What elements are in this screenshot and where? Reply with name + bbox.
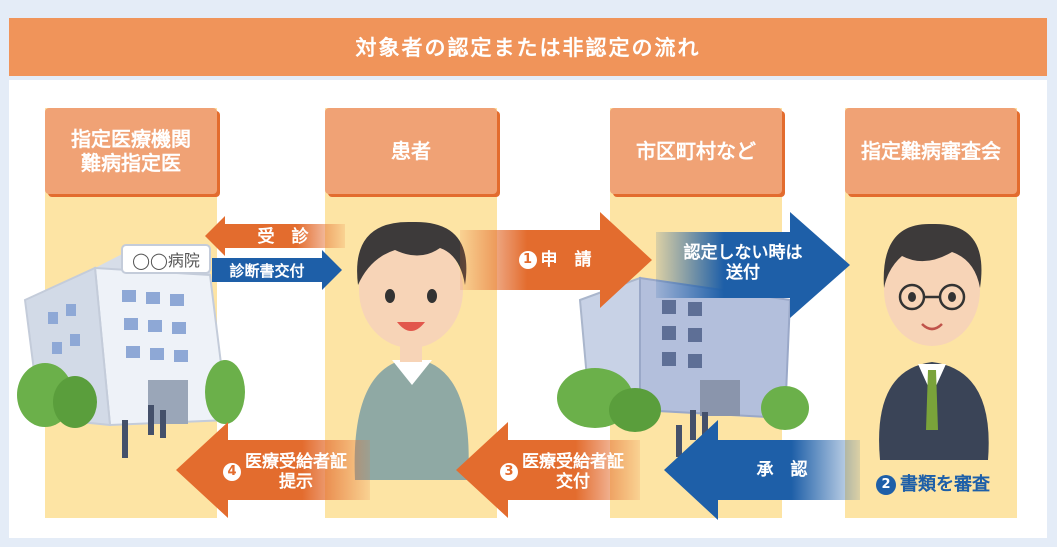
approve-arrow bbox=[664, 420, 860, 520]
step-number-4: 4 bbox=[223, 463, 241, 481]
approve-label: 承 認 bbox=[756, 460, 808, 480]
step-number-3: 3 bbox=[500, 463, 518, 481]
apply-text: 申 請 bbox=[540, 250, 592, 270]
step-number-1: 1 bbox=[518, 251, 537, 269]
review-text: 書類を審査 bbox=[900, 474, 990, 495]
step-number-2: 2 bbox=[876, 475, 896, 495]
header-label: 指定医療機関 難病指定医 bbox=[71, 127, 191, 175]
header-label: 患者 bbox=[391, 139, 431, 163]
present-text: 医療受給者証 提示 bbox=[245, 452, 347, 492]
page-title: 対象者の認定または非認定の流れ bbox=[355, 36, 701, 60]
header-label: 指定難病審査会 bbox=[861, 139, 1001, 163]
municipal-building-icon bbox=[557, 276, 809, 457]
hospital-building-icon: ◯◯病院 bbox=[17, 244, 245, 458]
issue-text: 医療受給者証 交付 bbox=[522, 452, 624, 492]
header-municipality: 市区町村など bbox=[610, 108, 782, 194]
patient-figure-icon bbox=[354, 221, 469, 480]
header-review-board: 指定難病審査会 bbox=[845, 108, 1017, 194]
diagnosis-label: 診断書交付 bbox=[229, 262, 305, 280]
forward-arrow bbox=[656, 212, 850, 318]
present-arrow bbox=[176, 422, 370, 518]
header-patient: 患者 bbox=[325, 108, 497, 194]
issue-arrow bbox=[456, 422, 640, 518]
forward-label: 認定しない時は 送付 bbox=[683, 243, 803, 283]
diagnosis-arrow bbox=[212, 250, 342, 290]
title-bar: 対象者の認定または非認定の流れ bbox=[9, 18, 1047, 76]
consult-label: 受 診 bbox=[257, 227, 309, 247]
consult-arrow bbox=[205, 216, 345, 256]
header-medical-institution: 指定医療機関 難病指定医 bbox=[45, 108, 217, 194]
reviewer-figure-icon bbox=[879, 223, 989, 460]
hospital-sign: ◯◯病院 bbox=[132, 251, 200, 270]
apply-arrow bbox=[460, 212, 652, 308]
header-label: 市区町村など bbox=[636, 139, 756, 163]
